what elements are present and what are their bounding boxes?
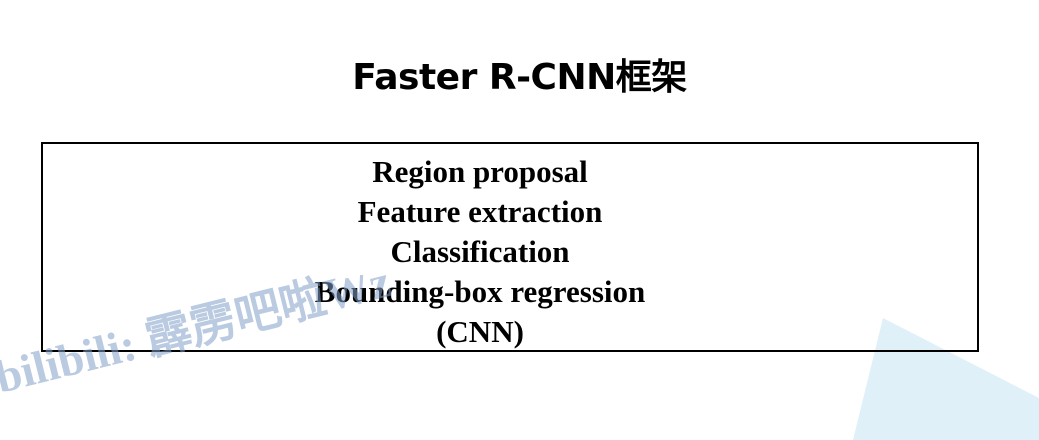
step-region-proposal: Region proposal <box>372 154 588 189</box>
step-cnn-note: (CNN) <box>436 314 524 349</box>
corner-decoration <box>853 318 1039 440</box>
pipeline-box: Region proposal Feature extraction Class… <box>41 142 979 352</box>
step-bbox-regression: Bounding-box regression <box>314 274 646 309</box>
slide-title: Faster R-CNN框架 <box>352 57 687 98</box>
step-feature-extraction: Feature extraction <box>357 194 603 229</box>
pipeline-steps: Region proposal Feature extraction Class… <box>43 152 977 352</box>
step-classification: Classification <box>390 234 570 269</box>
